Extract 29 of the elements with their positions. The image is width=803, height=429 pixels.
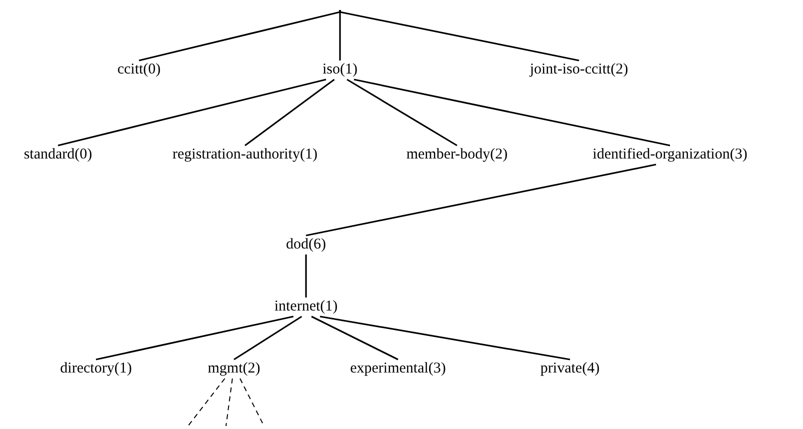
- node-label: registration-authority(1): [172, 146, 318, 164]
- tree-line: [138, 11, 340, 62]
- tree-line: [306, 164, 656, 236]
- node-label: mgmt(2): [208, 360, 260, 378]
- tree-line: [346, 78, 458, 146]
- node-label: standard(0): [24, 146, 92, 164]
- node-label: joint-iso-ccitt(2): [530, 62, 628, 78]
- node-label: iso(1): [322, 62, 358, 78]
- tree-line: [354, 78, 670, 146]
- node-label: directory(1): [60, 360, 132, 378]
- node-label: dod(6): [286, 236, 326, 254]
- tree-line: [305, 254, 307, 298]
- node-label: experimental(3): [350, 360, 446, 378]
- dashed-branch-line: [188, 378, 226, 426]
- node-label: identified-organization(3): [592, 146, 748, 164]
- tree-line: [311, 316, 398, 360]
- tree-line: [96, 316, 294, 360]
- node-label: member-body(2): [406, 146, 508, 164]
- node-label: private(4): [540, 360, 600, 378]
- tree-line: [234, 316, 302, 360]
- dashed-branch-line: [240, 378, 264, 426]
- tree-line: [339, 12, 341, 60]
- tree-line: [340, 11, 580, 62]
- dashed-branch-line: [226, 378, 233, 426]
- node-label: ccitt(0): [117, 62, 161, 78]
- tree-line: [58, 78, 326, 146]
- node-label: internet(1): [274, 298, 338, 316]
- tree-line: [244, 78, 335, 146]
- tree-line: [320, 316, 570, 360]
